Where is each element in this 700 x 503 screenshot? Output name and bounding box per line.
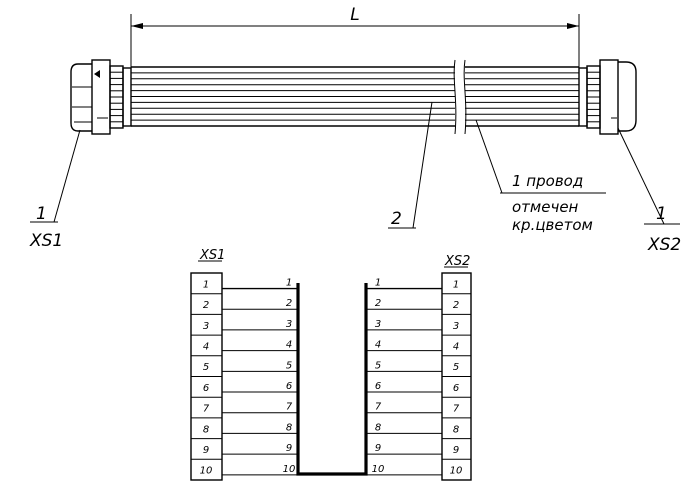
- xs1-wire-label: 6: [286, 381, 292, 392]
- callout-note: 1 провод отмечен кр.цветом: [475, 119, 606, 234]
- dimension-l: L: [130, 5, 580, 70]
- xs1-pin-label: 2: [203, 300, 209, 311]
- note-line-1: 1 провод: [512, 172, 583, 190]
- xs1-pin-label: 6: [203, 383, 209, 394]
- xs1-wire-label: 10: [283, 464, 296, 475]
- xs1-wire-label: 8: [286, 422, 292, 433]
- xs2-wire-label: 3: [375, 319, 381, 330]
- xs2-pin-label: 6: [453, 383, 459, 394]
- xs2-pin-label: 7: [453, 404, 460, 415]
- xs1-wire-label: 3: [286, 319, 292, 330]
- xs1-wire-label: 4: [286, 340, 292, 351]
- xs1-pin-label: 8: [203, 424, 209, 435]
- xs2-pin-label: 1: [453, 279, 459, 290]
- xs1-wire-label: 2: [286, 298, 292, 309]
- xs1-pin-label: 3: [203, 321, 209, 332]
- dimension-label: L: [350, 5, 359, 25]
- callout-xs1: 1 XS1: [29, 129, 81, 251]
- xs1-wire-label: 9: [286, 443, 292, 454]
- xs2-pin-label: 2: [453, 300, 459, 311]
- xs2-wire-label: 2: [375, 298, 381, 309]
- callout-xs2: 1 XS2: [617, 127, 681, 255]
- xs1-pin-label: 5: [203, 362, 209, 373]
- xs2-wire-label: 8: [375, 422, 381, 433]
- note-line-2: отмечен: [512, 198, 579, 216]
- xs1-wire-label: 5: [286, 360, 292, 371]
- xs1-pin-label: 7: [203, 404, 210, 415]
- note-line-3: кр.цветом: [512, 216, 593, 234]
- xs1-pin-label: 10: [200, 466, 213, 477]
- callout-wire: 2: [388, 101, 433, 229]
- callout-xs2-number: 1: [656, 204, 667, 224]
- xs2-pin-label: 8: [453, 424, 459, 435]
- xs2-wire-label: 1: [375, 278, 381, 289]
- xs2-pin-label: 5: [453, 362, 459, 373]
- xs2-wire-label: 9: [375, 443, 381, 454]
- xs1-pin-label: 4: [203, 341, 209, 352]
- connector-xs1: [70, 59, 132, 135]
- xs2-pin-label: 4: [453, 341, 459, 352]
- schematic-xs1-label: XS1: [199, 248, 225, 263]
- xs1-wire-label: 7: [286, 402, 293, 413]
- xs2-wire-label: 4: [375, 340, 381, 351]
- callout-xs1-name: XS1: [29, 231, 63, 251]
- callout-xs1-number: 1: [36, 204, 47, 224]
- xs1-pin-label: 1: [203, 279, 209, 290]
- xs1-wire-label: 1: [286, 278, 292, 289]
- xs2-pin-label: 9: [453, 445, 459, 456]
- xs1-pin-label: 9: [203, 445, 209, 456]
- flat-cable: [131, 59, 579, 135]
- xs2-pin-label: 10: [450, 466, 463, 477]
- connector-xs2: [578, 59, 637, 135]
- callout-xs2-name: XS2: [647, 235, 681, 255]
- schematic-xs2-label: XS2: [444, 254, 470, 269]
- xs2-wire-label: 6: [375, 381, 381, 392]
- wiring-schematic: XS1 XS2 1 2 3 4 5 6 7 8 9 10 1 2 3 4 5 6 7 8 9 10 1 2 3 4 5 6 7 8…: [190, 248, 472, 481]
- xs2-wire-label: 7: [375, 402, 382, 413]
- xs2-wire-label: 5: [375, 360, 381, 371]
- xs2-pin-label: 3: [453, 321, 459, 332]
- xs2-wire-label: 10: [372, 464, 385, 475]
- callout-wire-number: 2: [391, 209, 402, 229]
